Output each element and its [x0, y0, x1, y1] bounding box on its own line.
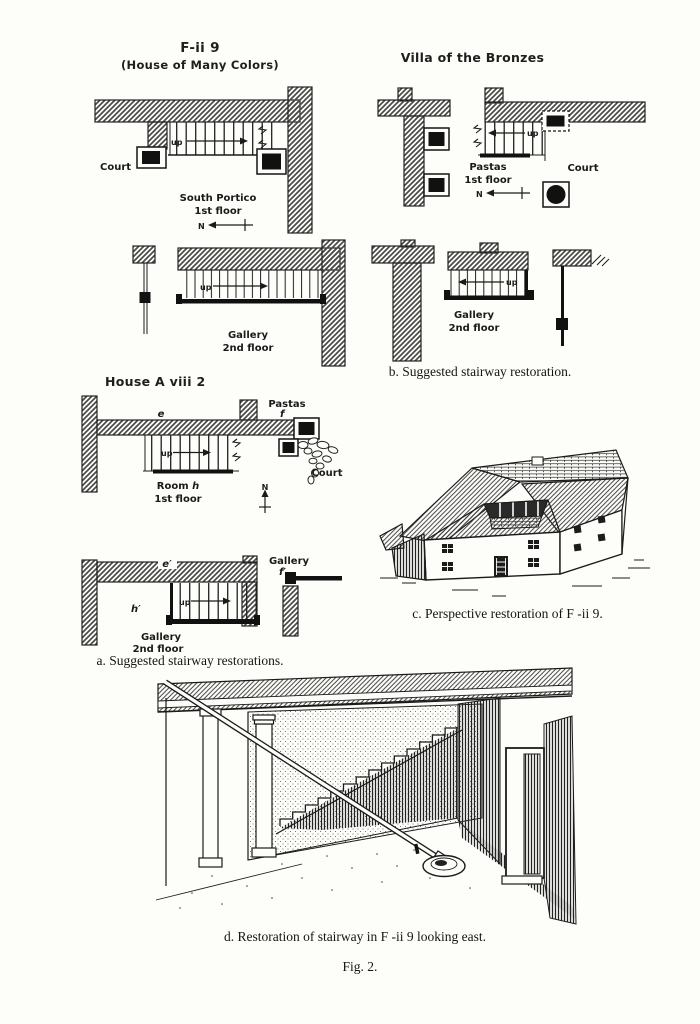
room-label: South Portico [180, 193, 257, 204]
column-base [256, 148, 287, 175]
door [494, 556, 508, 577]
room-label: Room h [157, 481, 199, 492]
villa-title: Villa of the Bronzes [400, 50, 545, 65]
up-arrow: up [179, 597, 231, 607]
left-pillar [165, 698, 223, 886]
wall-e-label: e [158, 409, 165, 420]
pastas-f-label: f [280, 409, 286, 420]
balustrade [176, 270, 326, 304]
ceiling [157, 667, 573, 713]
room-label: Gallery [141, 632, 182, 643]
north-label: N [476, 190, 483, 199]
floor-speckles [179, 849, 471, 909]
floor-line [155, 863, 303, 901]
north-arrow: N [198, 219, 253, 231]
villa-gallery-plan: up Gallery 2nd floor [371, 239, 610, 362]
court-label: Court [100, 162, 131, 173]
up-arrow: up [200, 282, 268, 292]
caption-b: b. Suggested stairway restoration. [388, 364, 572, 379]
wall-e-label: e′ [162, 559, 172, 570]
window [528, 558, 539, 567]
north-label: N [198, 222, 205, 231]
caption-d: d. Restoration of stairway in F -ii 9 lo… [223, 929, 487, 944]
fii9-gallery-plan: up Gallery 2nd floor [132, 239, 346, 367]
figure-label: Fig. 2. [342, 959, 378, 974]
round-column-base [542, 181, 570, 208]
floor-label: 2nd floor [449, 323, 500, 334]
house-perspective-drawing [379, 449, 650, 597]
second-pillar [251, 714, 277, 858]
walls [371, 239, 529, 362]
up-label: up [527, 129, 539, 138]
window [528, 540, 539, 549]
rubble-stones [297, 437, 339, 485]
up-arrow: up [458, 278, 518, 287]
doorway [501, 747, 545, 885]
end-wall [559, 477, 629, 575]
room-label: Gallery [228, 330, 269, 341]
court-label: Court [311, 468, 342, 479]
north-arrow: N [259, 483, 271, 513]
up-arrow: up [161, 449, 211, 458]
up-arrow: up [171, 137, 248, 147]
fii9-title: F-ii 9 [180, 40, 220, 56]
stair [168, 122, 283, 156]
up-label: up [506, 278, 518, 287]
north-label: N [262, 483, 269, 492]
walls [177, 239, 346, 367]
floor-label: 1st floor [464, 175, 511, 186]
pier [132, 245, 156, 334]
court-label: Court [567, 163, 598, 174]
up-label: up [200, 283, 212, 292]
stairway-interior-drawing [155, 667, 577, 925]
column-base [423, 173, 450, 197]
pastas-label: Pastas [268, 399, 305, 410]
walls [94, 86, 313, 234]
houseA-gallery-plan: e′ up h′ Gallery 2nd floor Gallery f′ [81, 555, 342, 655]
column-base [136, 146, 167, 169]
column-base-dashed [541, 110, 570, 132]
gallery-frag-label: Gallery [269, 556, 310, 567]
caption-a: a. Suggested stairway restorations. [96, 653, 284, 668]
gallery-f-label: f′ [279, 567, 286, 578]
stair [143, 435, 241, 474]
houseA-first-floor-plan: e Pastas f Court up Room h 1st floor N [81, 395, 343, 513]
fallen-pole [163, 679, 449, 865]
window [442, 562, 453, 571]
gallery-fragment: Gallery f′ [269, 556, 342, 637]
floor-label: 1st floor [154, 494, 201, 505]
room-h-label: h′ [131, 604, 141, 615]
ground-lines [380, 559, 650, 597]
floor-label: 1st floor [194, 206, 241, 217]
room-label: Gallery [454, 310, 495, 321]
caption-c: c. Perspective restoration of F -ii 9. [412, 606, 603, 621]
fii9-first-floor-plan: up Court South Portico 1st floor N [94, 86, 313, 234]
room-label: Pastas [469, 162, 506, 173]
up-label: up [161, 449, 173, 458]
window [442, 544, 453, 553]
column-base [278, 438, 299, 457]
label-gap [158, 557, 177, 569]
balustrade [444, 270, 534, 300]
front-wall [391, 531, 561, 581]
up-label: up [171, 138, 183, 147]
stair [473, 122, 546, 161]
fii9-subtitle: (House of Many Colors) [121, 58, 279, 72]
column-base [293, 417, 320, 440]
floor-label: 2nd floor [223, 343, 274, 354]
wall-fragment [552, 249, 610, 346]
floor-label: 2nd floor [133, 644, 184, 655]
north-arrow: N [476, 187, 530, 199]
up-label: up [179, 598, 191, 607]
villa-first-floor-plan: up Pastas 1st floor N Court [377, 87, 646, 208]
roofs [379, 449, 629, 551]
houseA-title: House A viii 2 [105, 374, 206, 389]
up-arrow: up [488, 129, 539, 138]
column-base [423, 127, 450, 151]
basin [413, 843, 466, 878]
